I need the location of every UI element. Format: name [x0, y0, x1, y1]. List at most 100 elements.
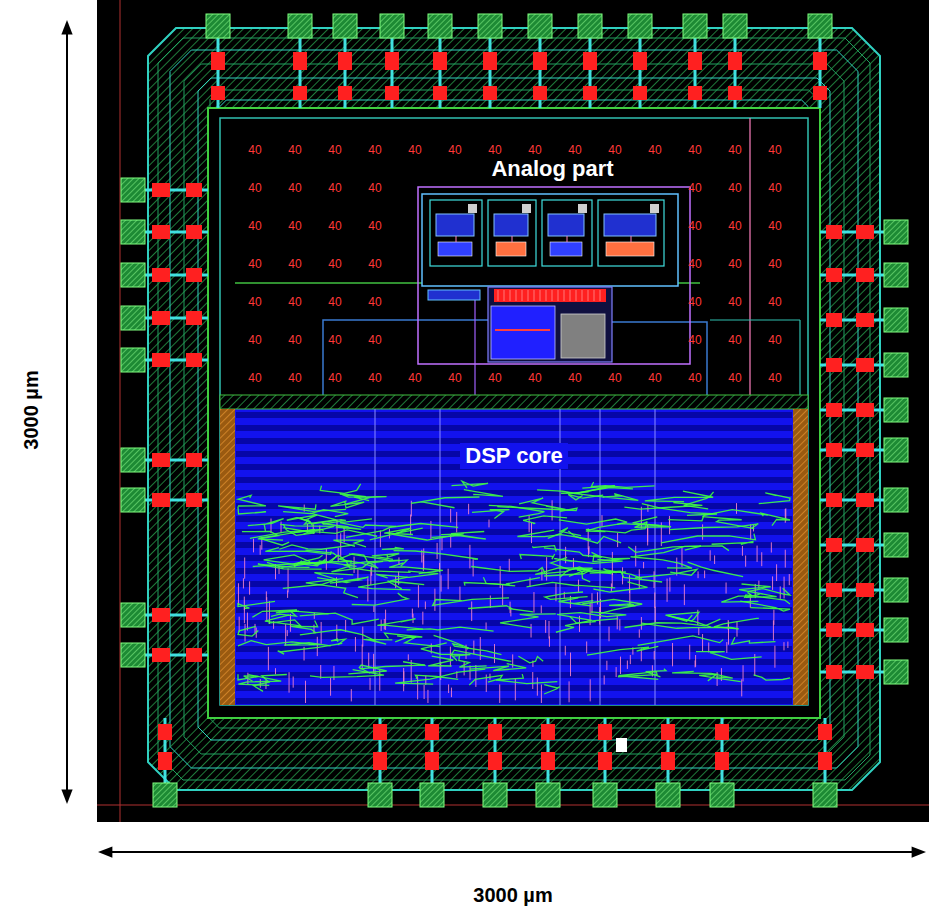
dsp-routing — [480, 637, 481, 660]
dsp-routing — [552, 500, 553, 520]
bond-pad — [121, 306, 208, 330]
dsp-row — [236, 685, 792, 691]
fill-density-label: 40 — [768, 333, 781, 347]
dsp-routing — [238, 583, 239, 605]
dsp-routing — [434, 635, 469, 649]
pad-driver — [186, 648, 202, 662]
fill-density-label: 40 — [488, 371, 501, 385]
pad-square — [536, 783, 560, 807]
pad-square — [884, 578, 908, 602]
dsp-routing — [771, 542, 772, 552]
dsp-routing — [726, 582, 727, 593]
dsp-row — [236, 594, 792, 600]
dsp-routing — [314, 613, 315, 619]
fill-density-label: 40 — [248, 333, 261, 347]
dsp-routing — [331, 561, 383, 572]
bond-pad — [820, 308, 908, 332]
analog-cell — [542, 200, 592, 266]
pad-driver — [856, 443, 874, 457]
fill-density-label: 40 — [728, 257, 741, 271]
pad-square — [528, 14, 552, 38]
dsp-routing — [281, 522, 282, 534]
pad-driver — [186, 353, 202, 367]
dsp-routing — [317, 637, 318, 656]
dsp-routing — [699, 674, 741, 681]
dsp-routing — [330, 501, 364, 508]
dsp-routing — [785, 550, 786, 568]
dsp-routing — [363, 639, 392, 644]
dsp-routing — [259, 529, 315, 545]
pad-driver — [211, 86, 225, 100]
pad-driver — [425, 724, 439, 740]
fill-density-label: 40 — [768, 371, 781, 385]
dsp-routing — [541, 685, 542, 703]
pad-driver — [152, 183, 170, 197]
dsp-routing — [340, 494, 366, 497]
pad-driver — [186, 268, 202, 282]
dimension-line — [106, 851, 918, 853]
dsp-routing — [573, 558, 574, 568]
dsp-routing — [370, 528, 413, 540]
dsp-routing — [340, 533, 341, 556]
pad-square — [593, 783, 617, 807]
pad-driver — [186, 225, 202, 239]
fill-density-label: 40 — [728, 181, 741, 195]
pad-driver — [813, 52, 827, 70]
dsp-routing — [471, 567, 545, 575]
dsp-routing — [668, 510, 767, 521]
pad-driver — [856, 583, 874, 597]
analog-red-bar-line — [582, 290, 583, 301]
pad-driver — [715, 752, 729, 770]
fill-density-label: 40 — [688, 219, 701, 233]
dsp-routing — [360, 662, 425, 669]
dsp-routing — [387, 577, 424, 585]
dsp-routing — [645, 491, 713, 502]
dsp-routing — [382, 547, 404, 549]
pad-driver — [661, 724, 675, 740]
fill-density-label: 40 — [248, 371, 261, 385]
pad-square — [884, 660, 908, 684]
dsp-routing — [287, 630, 288, 636]
dsp-routing — [451, 688, 452, 698]
analog-device — [496, 242, 526, 256]
analog-red-bar-line — [600, 290, 601, 301]
dsp-routing — [473, 641, 474, 655]
pad-driver — [433, 52, 447, 70]
dsp-routing — [489, 520, 490, 528]
pad-driver — [856, 225, 874, 239]
bond-pad — [121, 220, 208, 244]
fill-density-label: 40 — [368, 371, 381, 385]
dsp-routing — [288, 568, 289, 592]
analog-red-bar-line — [552, 290, 553, 301]
bond-pad — [121, 488, 208, 512]
dsp-routing — [333, 540, 365, 547]
analog-wire — [567, 236, 568, 242]
fill-density-label: 40 — [688, 257, 701, 271]
pad-driver — [186, 183, 202, 197]
bond-pad — [121, 178, 208, 202]
pad-driver — [826, 493, 842, 507]
dsp-routing — [345, 620, 346, 632]
dsp-routing — [496, 674, 557, 684]
dsp-routing — [668, 615, 711, 627]
fill-density-label: 40 — [288, 219, 301, 233]
analog-contact — [578, 204, 587, 213]
pad-driver — [152, 493, 170, 507]
dsp-routing — [486, 622, 487, 629]
pad-driver — [856, 403, 874, 417]
ring-line — [148, 28, 880, 790]
pad-square — [884, 438, 908, 462]
dsp-routing — [254, 675, 287, 692]
analog-red-bar-line — [588, 290, 589, 301]
fill-density-label: 40 — [768, 295, 781, 309]
bond-pad — [656, 718, 680, 807]
dsp-routing — [618, 672, 658, 680]
pad-driver — [293, 86, 307, 100]
arrow-head — [61, 790, 72, 804]
analog-block: Analog part — [415, 156, 690, 184]
dsp-routing — [586, 641, 587, 653]
dsp-routing — [470, 664, 526, 671]
dsp-routing — [784, 577, 785, 599]
dsp-routing — [570, 653, 571, 677]
fill-density-label: 40 — [368, 181, 381, 195]
